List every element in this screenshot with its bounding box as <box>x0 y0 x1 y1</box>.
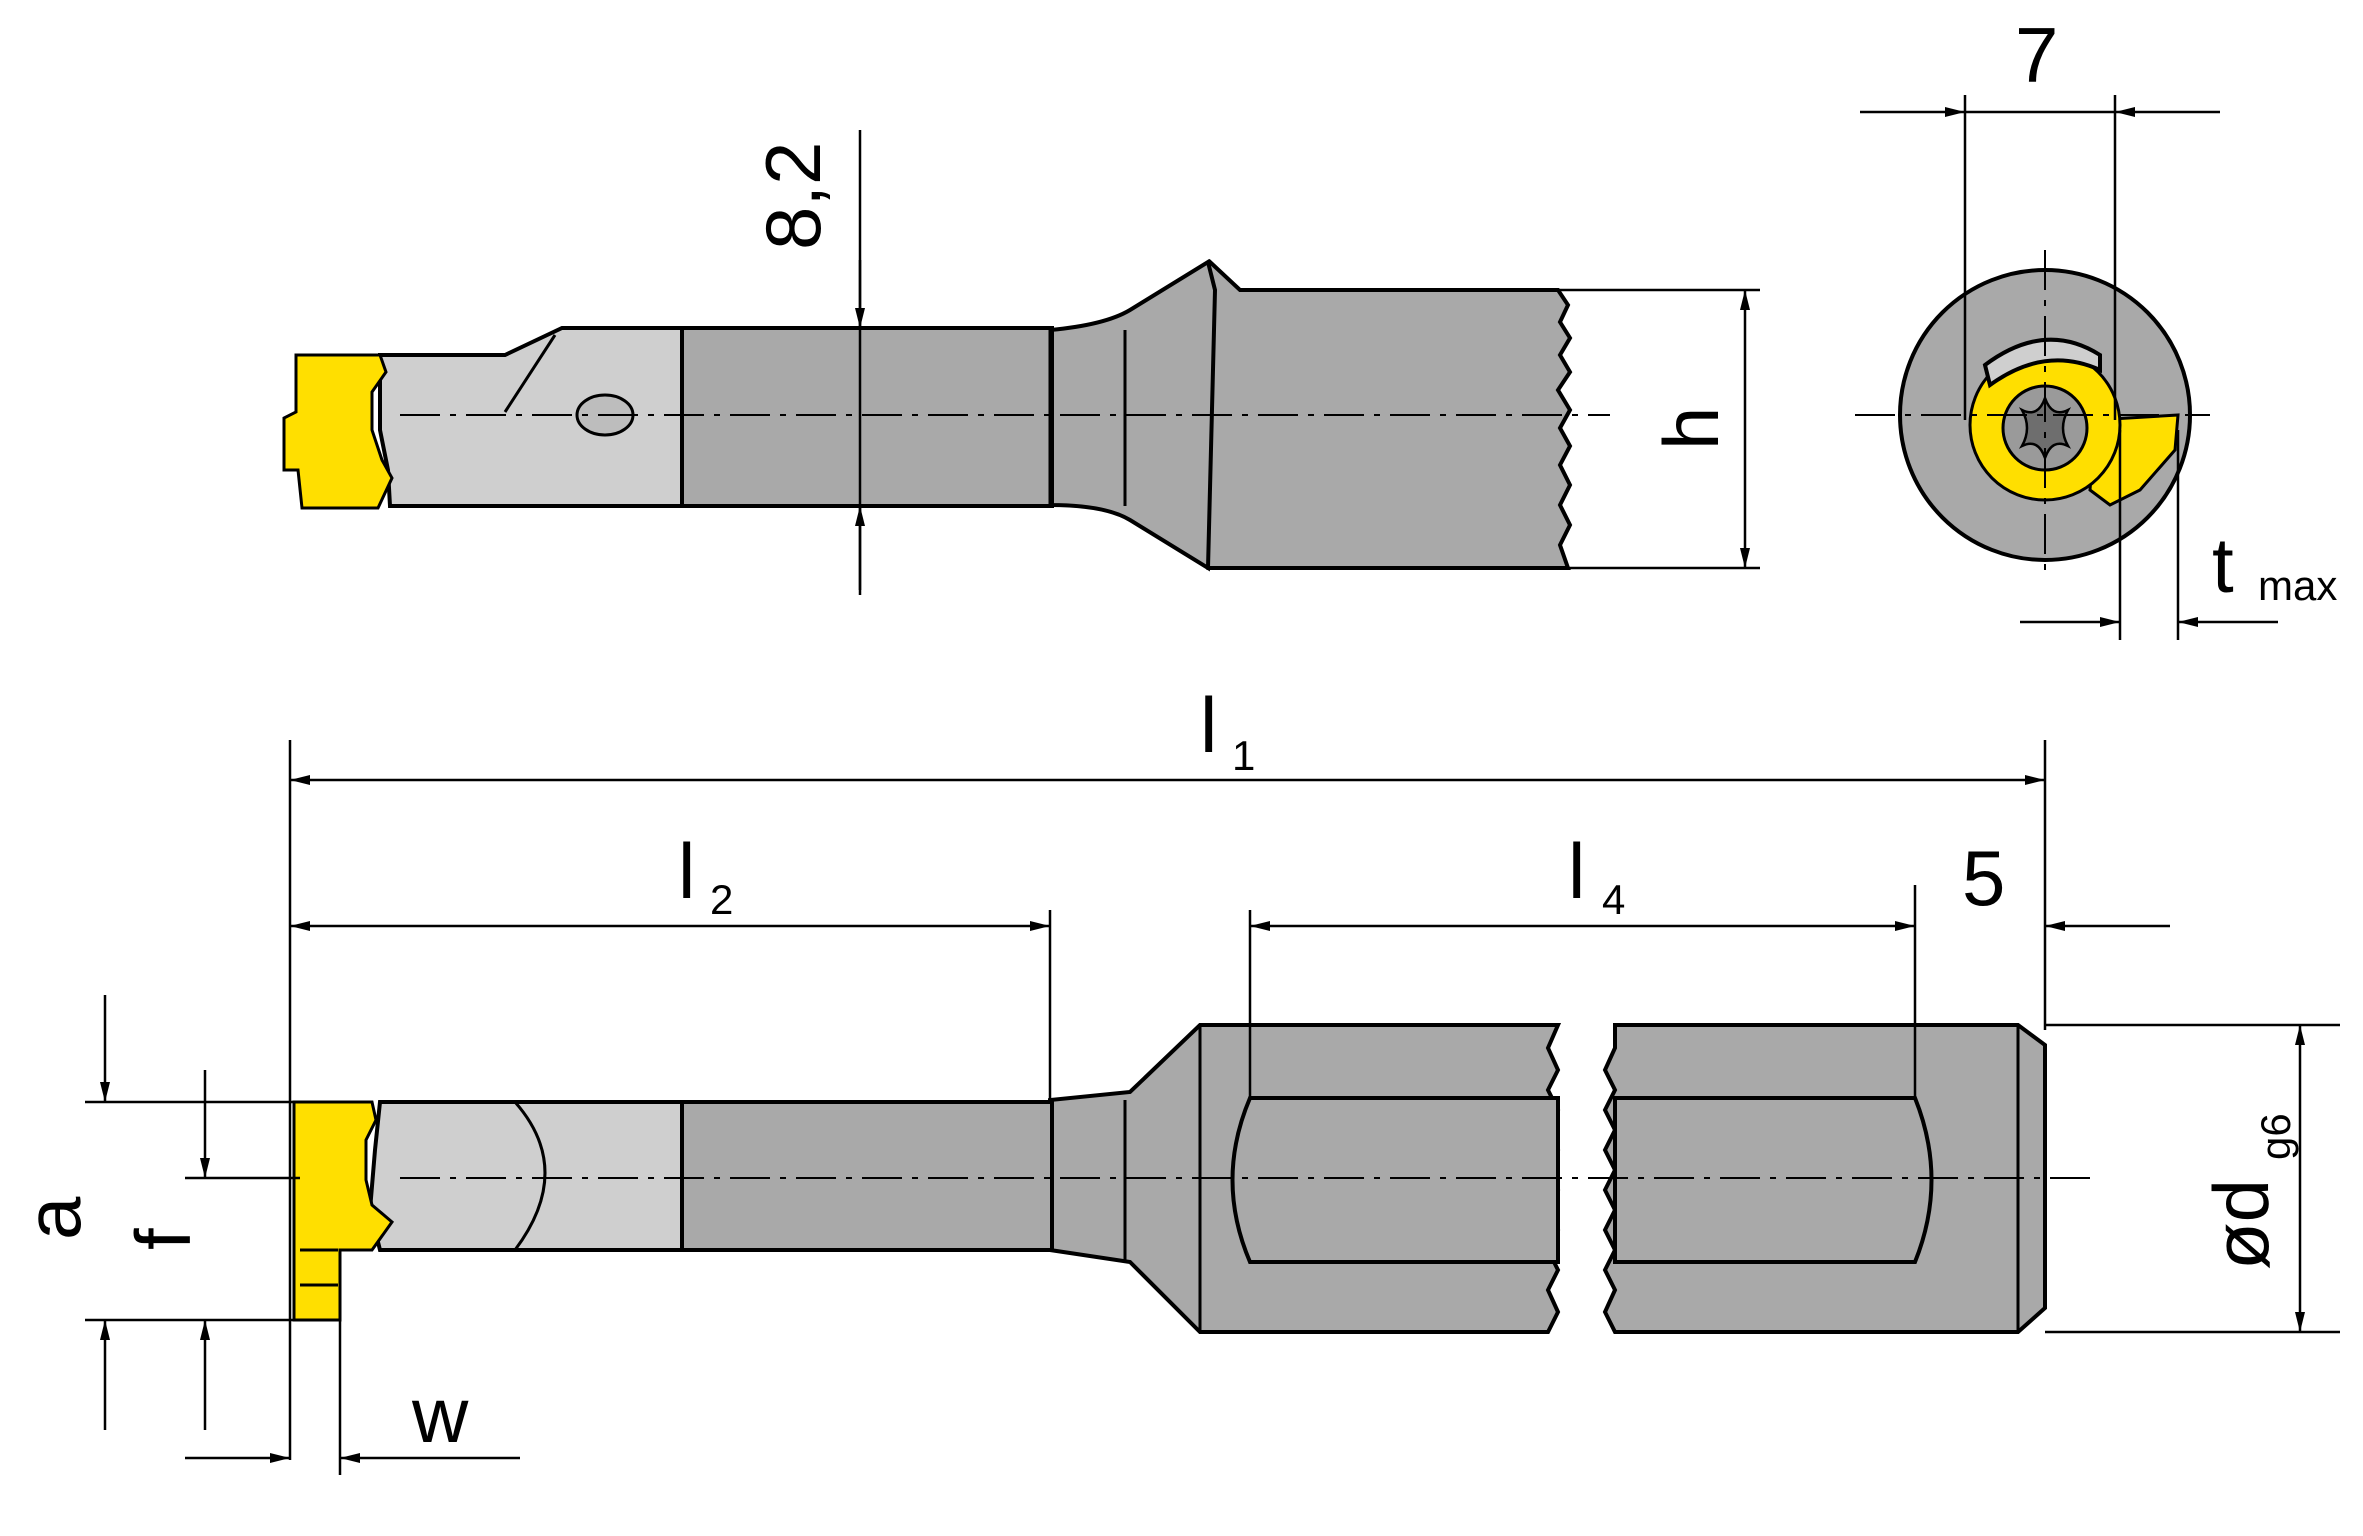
dim-l2-sub-label: 2 <box>710 876 733 923</box>
dim-5-label: 5 <box>1962 834 2005 922</box>
dim-diameter-label: ød <box>2197 1179 2285 1270</box>
dim-7-label: 7 <box>2015 11 2058 99</box>
top-view-insert <box>282 353 394 510</box>
top-view-neck <box>678 326 1054 508</box>
end-view: 7 t max <box>1855 11 2337 640</box>
side-view-neck <box>678 1100 1054 1252</box>
dim-8-2-label: 8,2 <box>749 142 837 250</box>
dim-l4-sub-label: 4 <box>1602 876 1625 923</box>
dim-l2-label: l <box>678 827 695 915</box>
dim-l4-label: l <box>1568 827 1585 915</box>
dim-w-label: w <box>411 1371 469 1459</box>
side-view-insert <box>292 1100 395 1322</box>
side-view-flat <box>1230 1096 1560 1264</box>
side-view-head <box>367 1100 684 1252</box>
dim-h-label: h <box>1647 407 1735 450</box>
top-view-head <box>378 326 684 508</box>
dim-t-sub-label: max <box>2258 562 2337 609</box>
side-view: l 1 l 2 l 4 5 ød g6 a <box>9 681 2340 1475</box>
dim-a-label: a <box>9 1196 97 1240</box>
dim-l1-label: l <box>1200 681 1217 769</box>
dim-l1-sub-label: 1 <box>1232 732 1255 779</box>
dim-diameter-sub-label: g6 <box>2252 1113 2299 1160</box>
dim-f-label: f <box>119 1228 207 1250</box>
dim-t-label: t <box>2212 521 2234 609</box>
top-view: 8,2 h <box>282 130 1760 595</box>
